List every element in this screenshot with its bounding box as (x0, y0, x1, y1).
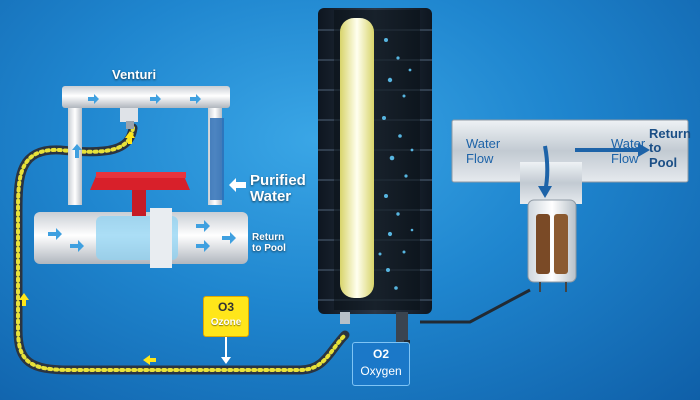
water-flow-right-label: Water Flow (611, 136, 646, 167)
ozone-name: Ozone (210, 317, 242, 328)
ozone-feed-tube (420, 288, 531, 324)
water-flow-left-label: Water Flow (466, 136, 501, 167)
venturi-label: Venturi (112, 67, 157, 82)
purified-water-label: Purified Water (250, 173, 306, 205)
return-right-line3: Pool (649, 154, 678, 170)
water-flow-right-line2: Flow (611, 150, 639, 166)
return-right-line2: to (649, 140, 662, 156)
ozone-pointer-icon (221, 337, 231, 364)
hose-arrow-icon (19, 131, 156, 365)
return-left-line2: to Pool (252, 242, 286, 254)
oxygen-name: Oxygen (360, 364, 402, 378)
tee-fitting-icon (451, 119, 689, 204)
water-flow-right-line1: Water (611, 136, 646, 151)
purified-pointer-icon (229, 178, 246, 192)
purified-line1: Purified (250, 172, 306, 189)
return-to-pool-left-label: Return to Pool (252, 232, 286, 254)
ball-valve-icon (90, 172, 190, 216)
check-valve-icon (527, 199, 577, 292)
ozone-tag: O3 Ozone (203, 296, 249, 337)
return-to-pool-right-label: Return to Pool (649, 126, 691, 170)
return-left-line1: Return (252, 232, 285, 243)
purified-line2: Water (250, 187, 292, 205)
water-flow-left-line1: Water (466, 136, 501, 151)
main-pipe (34, 208, 248, 268)
oxygen-tag: O2 Oxygen (352, 342, 410, 386)
oxygen-symbol: O2 (372, 347, 389, 361)
return-right-line1: Return (649, 126, 691, 141)
ozone-generator-icon (318, 8, 432, 376)
uv-lamp-icon (340, 18, 374, 298)
water-flow-left-line2: Flow (466, 150, 494, 166)
ozone-hose (13, 123, 350, 375)
flow-arrow-icon (48, 94, 236, 252)
ozone-symbol: O3 (217, 300, 234, 314)
